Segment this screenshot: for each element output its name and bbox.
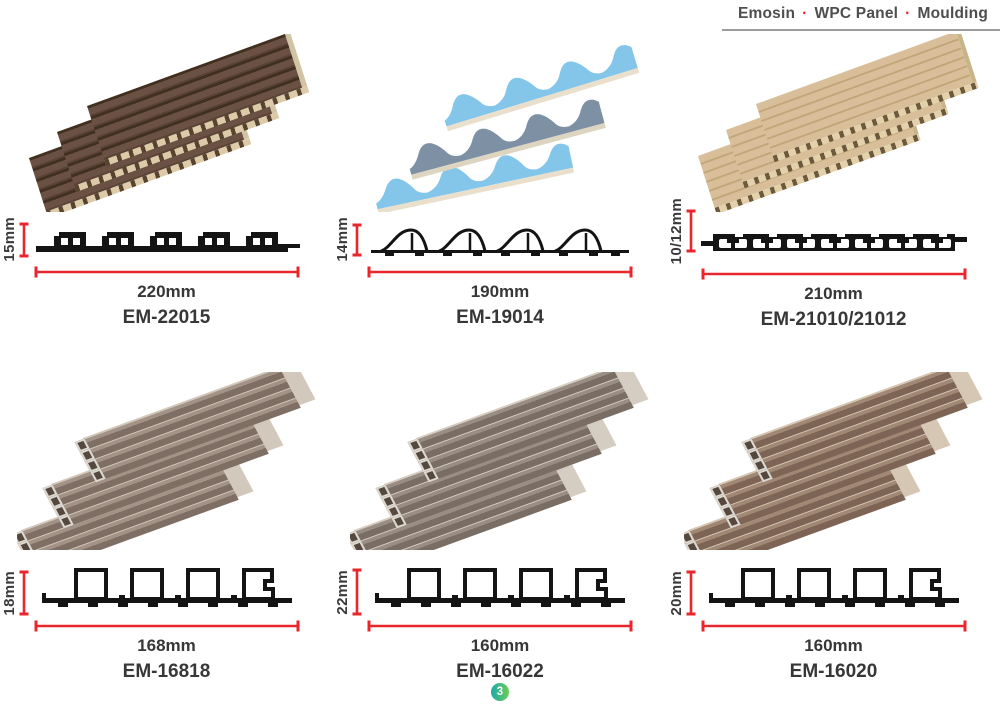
height-arrow — [19, 222, 28, 258]
header-separator-dot: · — [905, 5, 911, 22]
cross-section-profile-slat — [35, 232, 300, 252]
product-photo — [17, 34, 317, 212]
header-separator-dot: · — [802, 5, 808, 22]
cross-section-profile-wave — [371, 228, 629, 256]
height-dimension: 18mm — [0, 570, 30, 616]
header-brand: Emosin — [737, 5, 796, 22]
dimension-diagram: 14mm — [334, 217, 635, 302]
product-photo — [684, 372, 984, 550]
width-arrow — [367, 620, 633, 632]
product-cell-em-16818: 18mm — [0, 372, 333, 707]
wavy-panel-stack-drawing — [376, 45, 640, 212]
product-photo — [17, 372, 317, 550]
profile-column: 190mm — [365, 222, 635, 302]
width-label: 160mm — [804, 636, 863, 655]
product-code: EM-16022 — [456, 661, 544, 682]
height-dimension: 14mm — [333, 217, 363, 262]
height-dimension: 20mm — [667, 570, 697, 616]
dimension-diagram: 15mm — [1, 217, 302, 302]
width-arrow — [701, 620, 966, 632]
height-arrow — [352, 568, 362, 616]
height-arrow — [352, 223, 362, 257]
height-dimension: 10/12mm — [667, 198, 697, 264]
page-header: Emosin · WPC Panel · Moulding — [721, 5, 1000, 31]
profile-column: 210mm — [699, 222, 969, 304]
height-arrow — [19, 570, 28, 616]
height-label: 14mm — [334, 217, 351, 262]
width-label: 160mm — [470, 636, 530, 655]
width-label: 168mm — [137, 636, 196, 655]
dimension-diagram: 10/12mm — [668, 198, 969, 304]
width-arrow — [367, 266, 633, 278]
width-arrow — [701, 268, 966, 280]
height-label: 20mm — [667, 570, 685, 616]
width-arrow — [34, 266, 299, 278]
dimension-diagram: 22mm — [334, 560, 635, 656]
header-category: WPC Panel — [814, 5, 899, 22]
product-code: EM-16020 — [789, 661, 878, 682]
product-code: EM-19014 — [456, 307, 544, 328]
product-photo — [684, 34, 984, 212]
product-grid: 15mm — [0, 34, 1000, 707]
cross-section-profile-hollow-plank — [700, 234, 967, 251]
height-label: 15mm — [0, 217, 18, 262]
profile-column: 168mm — [32, 560, 302, 656]
width-label: 220mm — [137, 282, 196, 301]
product-photo — [350, 372, 650, 550]
profile-column: 160mm — [365, 560, 635, 656]
product-cell-em-22015: 15mm — [0, 34, 333, 372]
product-photo — [350, 34, 650, 212]
height-dimension: 15mm — [0, 217, 30, 262]
product-code: EM-16818 — [122, 661, 211, 682]
cross-section-profile-square-rib — [41, 568, 292, 607]
height-arrow — [686, 209, 695, 253]
page-number-badge: 3 — [491, 683, 509, 701]
dimension-diagram: 18mm — [1, 560, 302, 656]
product-code: EM-21010/21012 — [760, 309, 907, 330]
profile-column: 220mm — [32, 222, 302, 302]
profile-column: 160mm — [699, 560, 969, 656]
product-cell-em-16022: 22mm — [333, 372, 667, 707]
height-dimension: 22mm — [333, 568, 363, 616]
product-cell-em-16020: 20mm — [667, 372, 1000, 707]
dimension-diagram: 20mm — [668, 560, 969, 656]
cross-section-profile-square-rib — [708, 568, 959, 607]
width-label: 210mm — [804, 284, 863, 303]
height-arrow — [686, 570, 695, 616]
height-label: 10/12mm — [667, 197, 685, 264]
header-subcategory: Moulding — [917, 5, 988, 22]
product-cell-em-21010: 10/12mm — [667, 34, 1000, 372]
height-label: 18mm — [0, 570, 18, 616]
width-arrow — [34, 620, 299, 632]
height-label: 22mm — [334, 569, 351, 615]
width-label: 190mm — [470, 282, 530, 301]
cross-section-profile-square-rib — [375, 568, 625, 607]
product-code: EM-22015 — [122, 307, 211, 328]
product-cell-em-19014: 14mm — [333, 34, 667, 372]
